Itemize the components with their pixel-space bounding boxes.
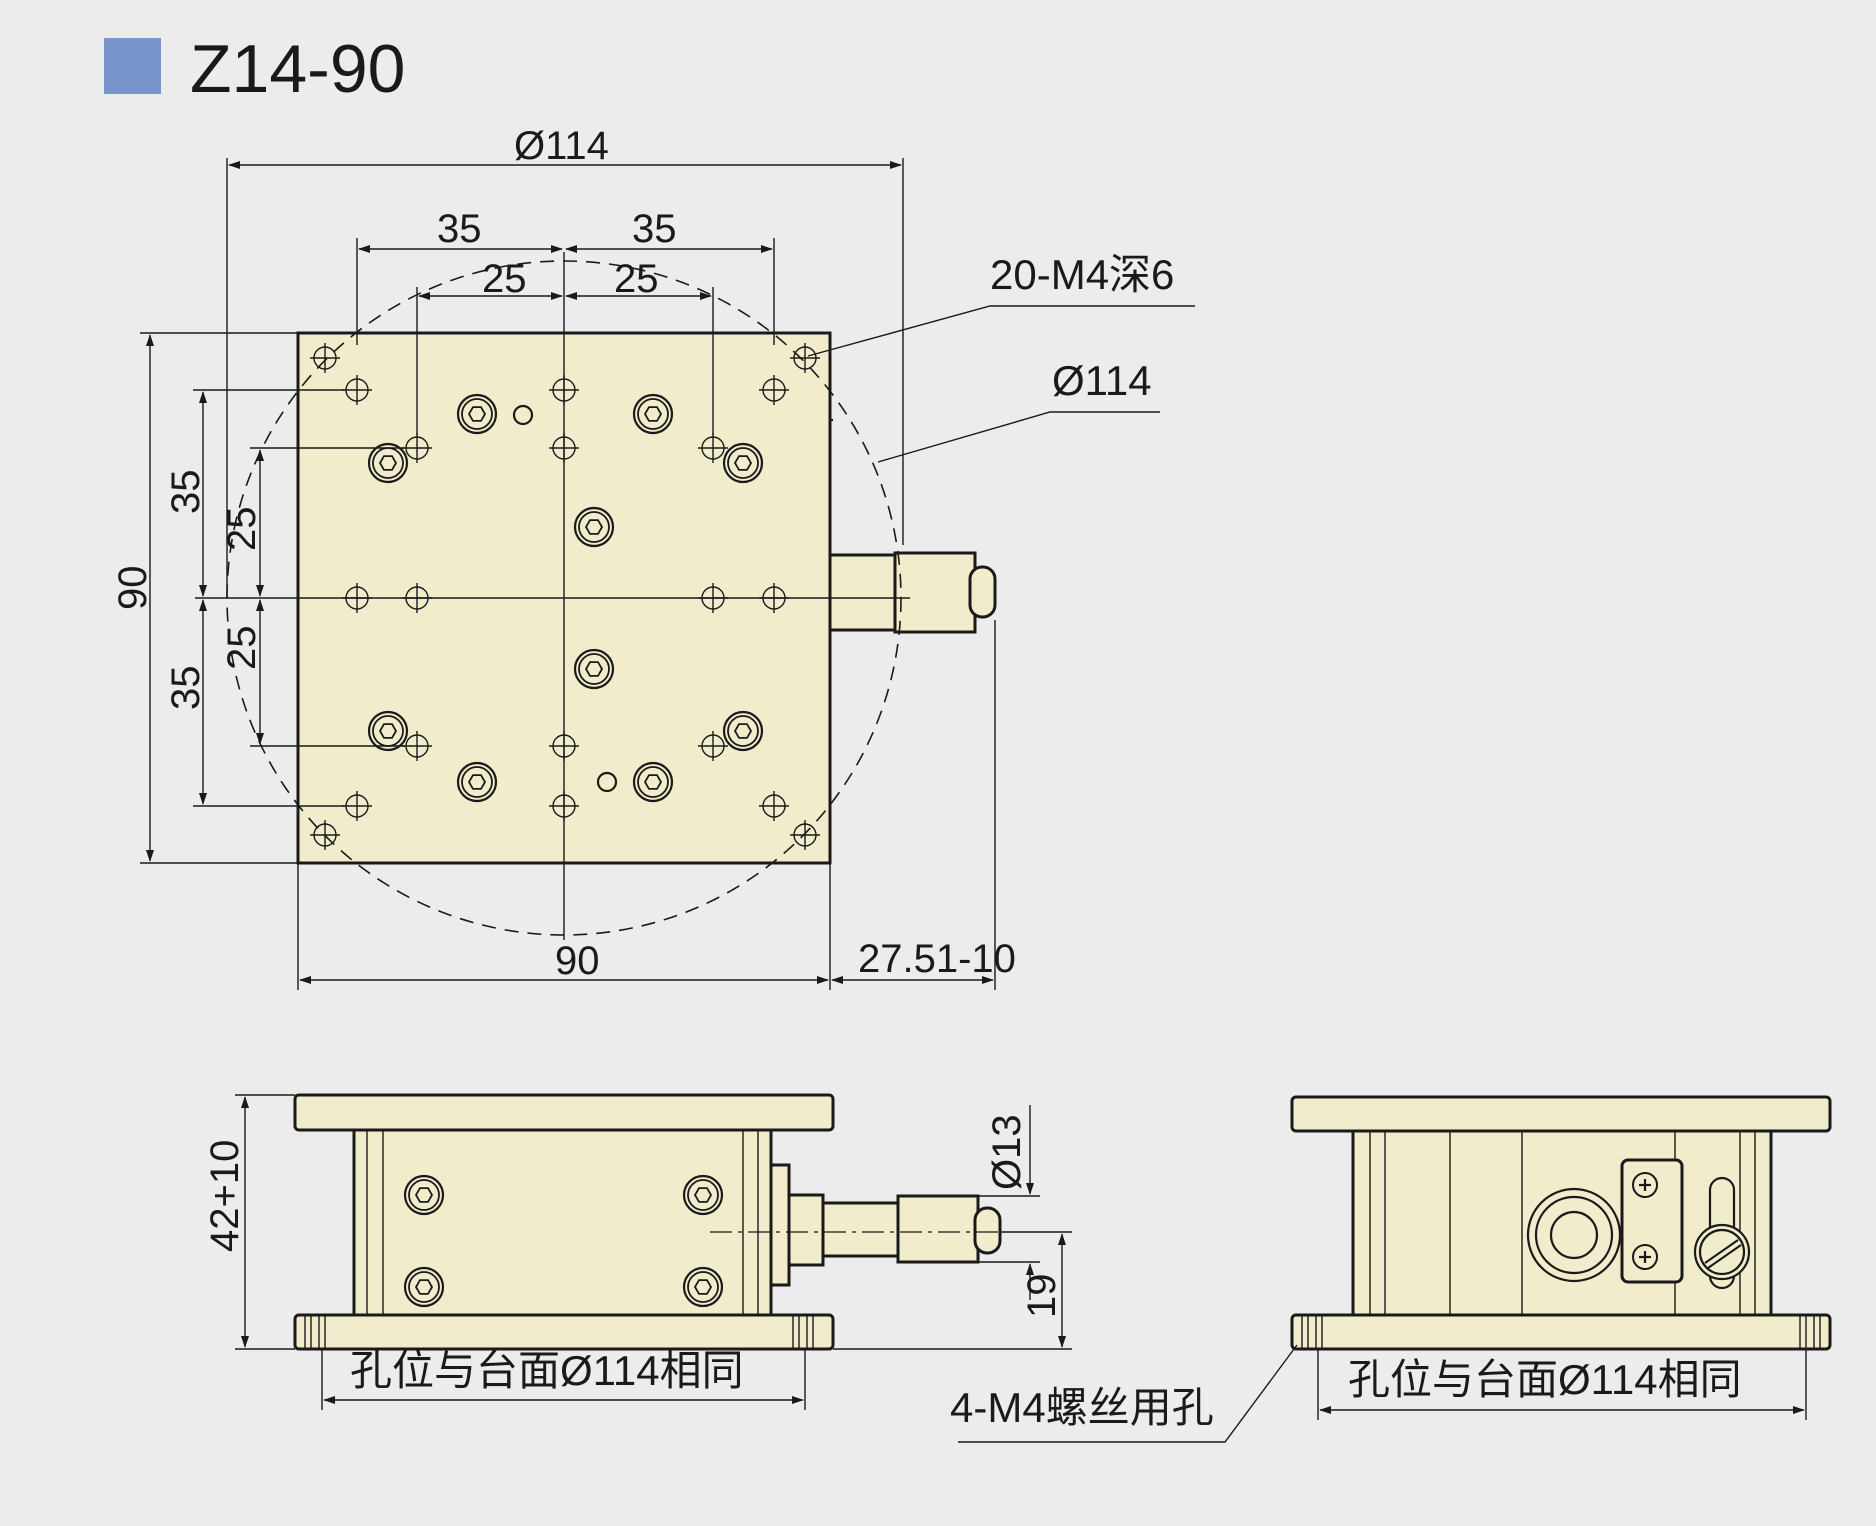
front-view: 42+10 Ø13 19 孔位与台面Ø114相同 (203, 1093, 1072, 1410)
side-view: 孔位与台面Ø114相同 4-M4螺丝用孔 (950, 1095, 1832, 1443)
dim-25-lower: 25 (220, 626, 264, 671)
dim-35-lower: 35 (164, 666, 208, 711)
dim-micrometer-dia: Ø13 (985, 1114, 1029, 1190)
dim-25-right: 25 (614, 257, 659, 301)
top-plate-side (1290, 1095, 1832, 1133)
dim-travel: 27.51-10 (858, 937, 1016, 981)
dim-25-upper: 25 (220, 507, 264, 552)
body-side (1351, 1129, 1773, 1317)
callout-diameter: Ø114 (1052, 357, 1152, 404)
callout-mount-holes: 4-M4螺丝用孔 (950, 1384, 1214, 1431)
base-plate-side (1290, 1313, 1832, 1351)
title-square-icon (104, 38, 161, 94)
dim-overall-diameter: Ø114 (514, 124, 609, 168)
dim-width-90: 90 (555, 939, 600, 983)
page-title: Z14-90 (190, 31, 405, 107)
dim-35-left: 35 (437, 207, 482, 251)
dim-35-right: 35 (632, 207, 677, 251)
top-view: Ø114 35 35 25 25 90 35 35 25 25 (111, 124, 1195, 990)
title-block: Z14-90 (104, 31, 405, 107)
dim-35-upper: 35 (164, 470, 208, 515)
dim-axis-height: 19 (1020, 1274, 1064, 1319)
base-plate-front (293, 1313, 835, 1351)
note-hole-position-front: 孔位与台面Ø114相同 (350, 1347, 744, 1394)
micrometer-end (1526, 1187, 1622, 1283)
micrometer-top (828, 551, 997, 634)
dim-front-height: 42+10 (203, 1140, 247, 1252)
note-hole-position-side: 孔位与台面Ø114相同 (1348, 1356, 1742, 1403)
dim-height-90: 90 (111, 566, 155, 611)
callout-holes: 20-M4深6 (990, 251, 1174, 298)
top-plate-front (293, 1093, 835, 1132)
dim-25-left: 25 (482, 257, 527, 301)
lock-bracket (1620, 1158, 1751, 1290)
micrometer-front (769, 1163, 1002, 1287)
